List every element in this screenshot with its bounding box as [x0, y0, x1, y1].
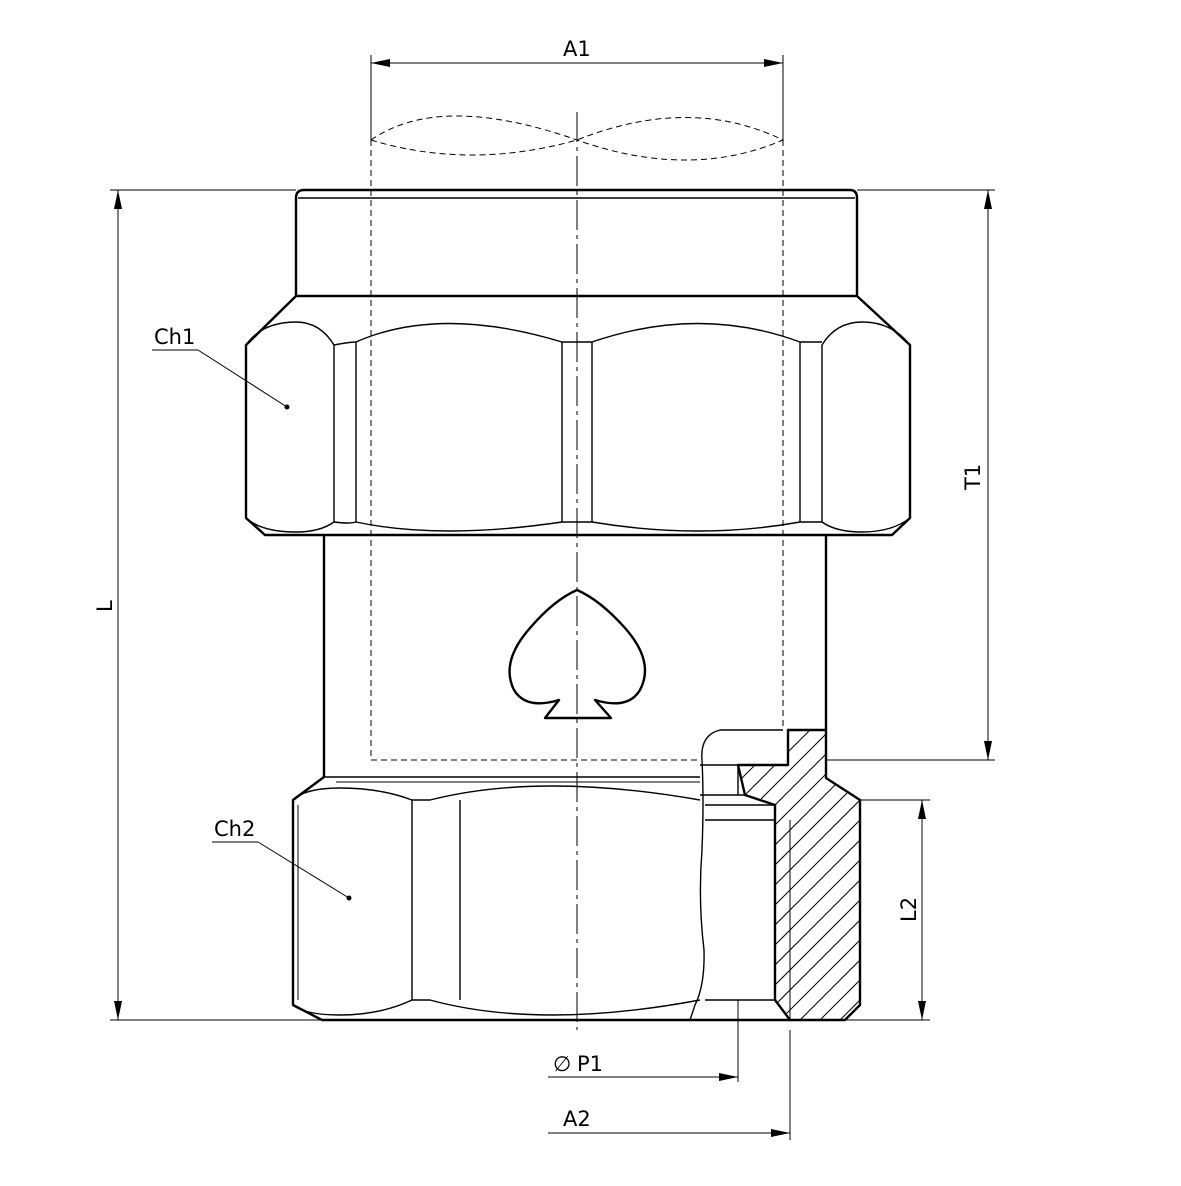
lower-hex-nut — [291, 776, 790, 1022]
spade-logo-icon — [508, 588, 647, 720]
dimension-l2: L2 — [845, 799, 930, 1021]
leader-ch1: Ch1 — [152, 325, 290, 410]
label-t1: T1 — [961, 464, 985, 491]
label-ch2: Ch2 — [214, 817, 255, 841]
label-l: L — [93, 600, 117, 612]
dimension-l: L — [93, 189, 322, 1021]
body — [322, 535, 828, 783]
label-a2: A2 — [563, 1107, 591, 1131]
dimension-a1: A1 — [370, 37, 784, 140]
cross-section — [689, 728, 862, 1022]
label-l2: L2 — [897, 897, 921, 922]
label-p1: P1 — [577, 1052, 603, 1076]
label-ch1: Ch1 — [154, 325, 195, 349]
leader-ch2: Ch2 — [212, 817, 352, 901]
dimension-a2: A2 — [548, 1030, 791, 1140]
label-p1-symbol: ∅ — [553, 1052, 571, 1076]
upper-hex-nut — [244, 295, 912, 537]
dimension-t1: T1 — [826, 189, 995, 761]
dimension-p1: ∅ P1 — [548, 1000, 739, 1082]
label-a1: A1 — [563, 37, 591, 61]
pipe-outline — [370, 115, 784, 761]
top-collar — [294, 188, 859, 298]
